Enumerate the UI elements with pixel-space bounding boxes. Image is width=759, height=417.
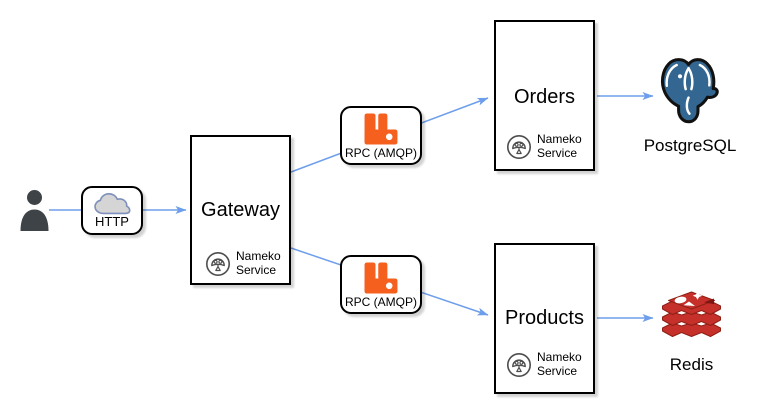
products-title: Products [505,307,584,329]
node-rpc-amqp-bottom[interactable]: RPC (AMQP) [340,255,422,314]
http-label: HTTP [95,214,129,229]
orders-title: Orders [513,86,576,108]
rabbitmq-icon [364,262,398,294]
node-rpc-amqp-top[interactable]: RPC (AMQP) [340,106,422,165]
node-gateway[interactable]: Gateway Nameko Service [190,135,291,285]
redis-label: Redis [669,355,714,374]
rpc-amqp-label: RPC (AMQP) [345,295,417,309]
node-http[interactable]: HTTP [81,186,143,235]
nameko-icon [506,352,532,378]
gateway-title: Gateway [201,199,280,221]
redis-icon[interactable] [661,291,722,343]
postgresql-label: PostgreSQL [643,136,737,155]
nameko-service-label: Nameko Service [236,249,281,277]
rpc-amqp-label: RPC (AMQP) [345,146,417,160]
rabbitmq-icon [364,113,398,145]
postgresql-icon[interactable] [656,56,722,126]
nameko-service-label: Nameko Service [537,350,582,378]
node-products[interactable]: Products Nameko Service [494,243,595,394]
nameko-service-label: Nameko Service [537,132,582,160]
cloud-icon [92,192,132,217]
nameko-icon [205,251,231,277]
nameko-icon [506,134,532,160]
user-icon[interactable] [19,189,50,231]
node-orders[interactable]: Orders Nameko Service [494,20,595,171]
